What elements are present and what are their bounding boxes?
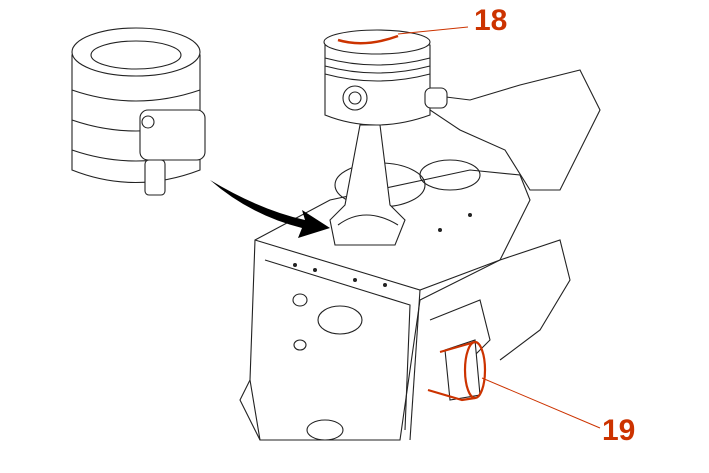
oil-cooler <box>427 339 601 429</box>
insertion-arrow <box>210 180 330 238</box>
piston <box>323 26 469 126</box>
ring-compressor <box>71 27 206 196</box>
hand <box>424 69 601 191</box>
connecting-rod <box>329 124 406 246</box>
callout-18: 18 <box>474 4 508 37</box>
callout-19: 19 <box>602 414 636 447</box>
engine-block <box>239 159 571 441</box>
